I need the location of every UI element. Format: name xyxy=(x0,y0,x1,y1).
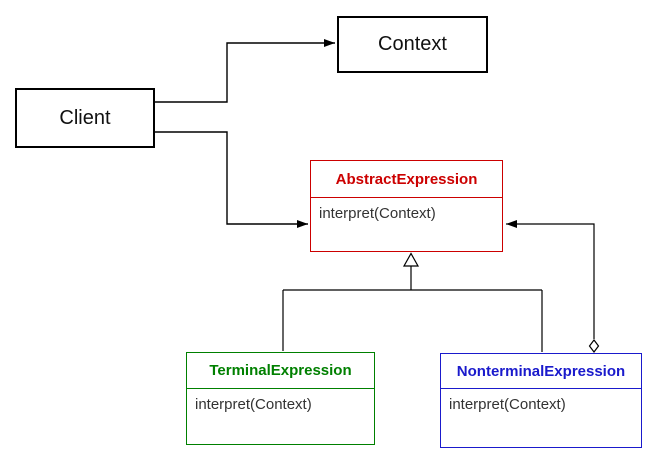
client-node: Client xyxy=(15,88,155,148)
aggregation-diamond-icon xyxy=(588,339,600,353)
client-label: Client xyxy=(59,106,111,129)
nonterminal-to-abstractexpression-aggregation-connector xyxy=(506,220,595,339)
nonterminal-expression-node: NonterminalExpression interpret(Context) xyxy=(440,353,642,448)
terminal-expression-node: TerminalExpression interpret(Context) xyxy=(186,352,375,445)
abstract-expression-method: interpret(Context) xyxy=(319,205,436,222)
abstract-expression-title: AbstractExpression xyxy=(311,161,502,198)
abstract-expression-node: AbstractExpression interpret(Context) xyxy=(310,160,503,252)
client-to-abstractexpression-connector xyxy=(155,131,308,228)
context-node: Context xyxy=(337,16,488,73)
context-label: Context xyxy=(378,33,447,55)
nonterminal-expression-title: NonterminalExpression xyxy=(441,354,641,389)
nonterminal-expression-method: interpret(Context) xyxy=(449,396,566,413)
generalization-triangle-icon xyxy=(402,252,420,267)
terminal-expression-title: TerminalExpression xyxy=(187,353,374,389)
terminal-expression-method: interpret(Context) xyxy=(195,396,312,413)
generalization-connector xyxy=(282,266,543,352)
client-to-context-connector xyxy=(155,39,335,103)
